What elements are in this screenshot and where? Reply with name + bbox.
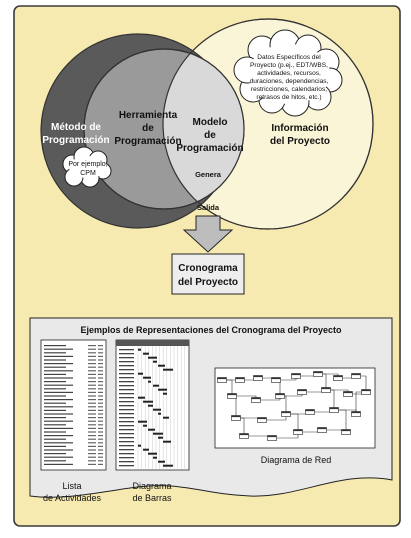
- tool-label-line2: de: [142, 123, 154, 134]
- model-label-line2: de: [204, 130, 216, 141]
- examples-title: Ejemplos de Representaciones del Cronogr…: [80, 325, 342, 335]
- data-cloud-line2: Proyecto (p.ej., EDT/WBS,: [250, 62, 328, 69]
- method-label-line1: Método de: [51, 122, 101, 133]
- model-label-line3: Programación: [176, 143, 243, 154]
- tool-circle-outline: [83, 48, 245, 210]
- schedule-box: [171, 253, 245, 295]
- data-cloud-line4: duraciones, dependencias,: [250, 78, 329, 85]
- network-diagram-label: Diagrama de Red: [261, 455, 332, 465]
- data-cloud-line6: retrasos de hitos, etc.): [256, 94, 321, 101]
- output-label: Salida: [197, 203, 220, 212]
- bar-chart-label-line1: Diagrama: [132, 481, 171, 491]
- data-cloud-line3: actividades, recursos,: [257, 70, 321, 77]
- model-lens: [163, 49, 244, 209]
- activity-list-thumbnail: [40, 339, 107, 471]
- info-label-line1: Información: [271, 123, 328, 134]
- data-cloud-line1: Datos Específicos del: [257, 54, 321, 61]
- bar-chart-label-line2: de Barras: [132, 493, 172, 503]
- model-label-line1: Modelo: [193, 117, 228, 128]
- generates-label: Genera: [195, 170, 222, 179]
- tool-label-line3: Programación: [114, 136, 181, 147]
- cpm-cloud: Por ejemplo, CPM: [62, 146, 112, 188]
- bar-chart-thumbnail: [115, 339, 190, 471]
- data-cloud-line5: restricciones, calendarios,: [251, 86, 327, 93]
- info-circle-outline: [162, 18, 374, 230]
- cpm-cloud-line1: Por ejemplo,: [68, 161, 107, 168]
- method-label-line2: Programación: [42, 135, 109, 146]
- network-diagram-thumbnail: [214, 367, 376, 449]
- schedule-box-line2: del Proyecto: [178, 277, 238, 288]
- info-label-line2: del Proyecto: [270, 136, 330, 147]
- output-arrow: [182, 215, 234, 253]
- activity-list-label-line1: Lista: [62, 481, 81, 491]
- schedule-box-line1: Cronograma: [178, 263, 238, 274]
- activity-list-label-line2: de Actividades: [43, 493, 102, 503]
- tool-label-line1: Herramienta: [119, 110, 178, 121]
- project-data-cloud: Datos Específicos del Proyecto (p.ej., E…: [233, 29, 343, 117]
- cpm-cloud-line2: CPM: [80, 170, 96, 177]
